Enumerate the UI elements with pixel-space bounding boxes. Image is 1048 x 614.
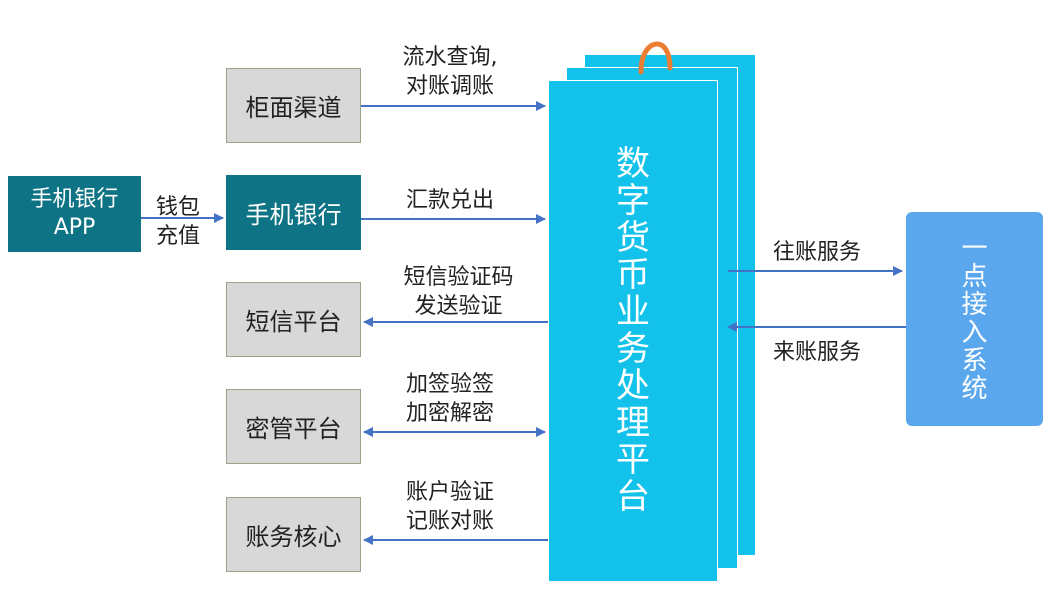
one-point-access-system-box: 一点接入系统	[906, 212, 1043, 426]
platform-layer-front: 数字货币业务处理平台	[548, 80, 718, 582]
mobile-link-label: 汇款兑出	[405, 188, 494, 213]
mobile-banking-box: 手机银行	[226, 175, 361, 250]
accounting-core-box: 账务核心	[226, 497, 361, 572]
accounting-core-label: 账务核心	[245, 523, 342, 551]
outgoing-service-label: 往账服务	[772, 240, 861, 265]
mobile-banking-app-box: 手机银行APP	[8, 176, 141, 252]
sms-link-label: 短信验证码发送验证	[403, 265, 514, 319]
mobile-banking-app-label: 手机银行APP	[30, 187, 119, 240]
sms-platform-box: 短信平台	[226, 282, 361, 357]
one-point-access-system-label: 一点接入系统	[961, 234, 988, 404]
key-link-label: 加签验签加密解密	[405, 372, 494, 426]
binder-ring-icon	[638, 41, 673, 75]
key-management-platform-box: 密管平台	[226, 389, 361, 464]
key-management-platform-label: 密管平台	[245, 415, 342, 443]
counter-link-label: 流水查询,对账调账	[402, 45, 498, 99]
sms-platform-label: 短信平台	[245, 308, 342, 336]
counter-channel-label: 柜面渠道	[245, 94, 342, 122]
counter-channel-box: 柜面渠道	[226, 68, 361, 143]
mobile-banking-label: 手机银行	[245, 201, 342, 229]
core-link-label: 账户验证记账对账	[405, 480, 494, 534]
platform-title: 数字货币业务处理平台	[616, 144, 650, 517]
wallet-recharge-label: 钱包充值	[155, 195, 200, 249]
incoming-service-label: 来账服务	[772, 340, 861, 365]
